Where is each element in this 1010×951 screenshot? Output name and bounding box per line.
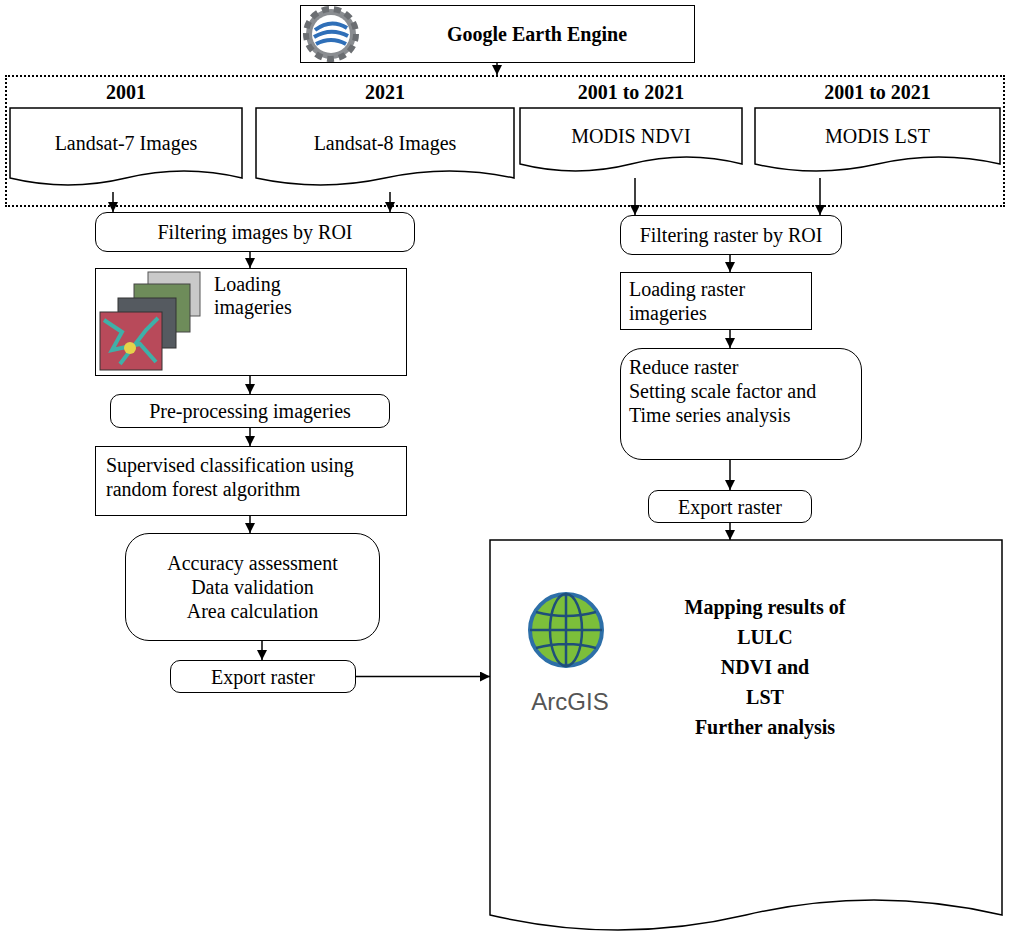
node-text: Setting scale factor and Time series ana…: [629, 379, 853, 427]
node-text: Landsat-7 Images: [55, 131, 198, 155]
flow-arrow: [112, 192, 114, 212]
document-shape: 2021Landsat-8 Images: [256, 108, 514, 192]
node-text: Google Earth Engine: [447, 22, 627, 46]
flow-arrow: [729, 523, 731, 540]
document-outline-path: [256, 108, 514, 185]
globe-swirl: [314, 23, 348, 44]
node-text: Export raster: [211, 665, 315, 689]
process-box: Filtering images by ROI: [95, 212, 415, 252]
flow-arrow: [249, 516, 251, 533]
flow-arrow: [356, 676, 490, 678]
image-detail: [124, 342, 136, 354]
document-shape: 2001Landsat-7 Images: [10, 108, 242, 192]
group-band: 2001Landsat-7 Images2021Landsat-8 Images…: [5, 75, 1005, 207]
flow-arrow: [261, 641, 263, 660]
document-shape: ArcGIS Mapping results ofLULCNDVI andLSTF…: [490, 540, 1002, 945]
imagery-stack: [100, 272, 200, 370]
flow-arrow: [634, 178, 636, 215]
document-shape: 2001 to 2021MODIS NDVI: [520, 108, 742, 178]
globe-grid: [530, 594, 602, 666]
year-label: 2021: [256, 80, 514, 104]
node-text: Loading raster imageries: [629, 277, 803, 325]
process-box: Export raster: [170, 660, 356, 693]
document-outline-path: [490, 540, 1002, 930]
process-box: Loading imageries: [95, 268, 407, 376]
flow-arrow: [729, 255, 731, 272]
flow-arrow: [389, 192, 391, 212]
document-outline-path: [755, 108, 1000, 171]
process-box: Google Earth Engine: [300, 5, 695, 63]
process-box: Filtering raster by ROI: [620, 215, 842, 255]
node-text: Supervised classification using random f…: [106, 453, 396, 501]
year-label: 2001 to 2021: [520, 80, 742, 104]
gee-icon: [306, 9, 356, 59]
flow-arrow: [249, 376, 251, 394]
document-outline-path: [10, 108, 242, 185]
process-box: Export raster: [648, 490, 812, 523]
node-text: Landsat-8 Images: [314, 131, 457, 155]
node-text: NDVI and: [630, 652, 900, 682]
node-text: LULC: [630, 622, 900, 652]
document-shape: 2001 to 2021MODIS LST: [755, 108, 1000, 178]
process-box: Loading raster imageries: [620, 272, 812, 330]
image-tile: [100, 312, 162, 370]
flow-arrow: [496, 63, 498, 75]
year-label: 2001: [10, 80, 242, 104]
node-text: Accuracy assessment: [167, 551, 338, 575]
gear: [306, 9, 356, 59]
node-text: Filtering images by ROI: [158, 220, 353, 244]
process-box: Reduce rasterSetting scale factor and Ti…: [620, 348, 862, 460]
process-box: Accuracy assessmentData validationArea c…: [125, 533, 380, 641]
year-label: 2001 to 2021: [755, 80, 1000, 104]
node-text: Further analysis: [630, 712, 900, 742]
node-text: LST: [630, 682, 900, 712]
process-box: Pre-processing imageries: [110, 394, 390, 428]
image-detail: [104, 318, 158, 364]
node-text: Export raster: [678, 495, 782, 519]
flow-arrow: [249, 428, 251, 446]
node-text: ArcGIS: [510, 688, 630, 716]
flow-arrow: [729, 330, 731, 348]
flow-arrow: [249, 252, 251, 268]
node-text: Reduce raster: [629, 355, 738, 379]
document-outline-path: [520, 108, 742, 171]
arcgis-logo: [530, 594, 602, 666]
node-text: Area calculation: [187, 599, 319, 623]
globe: [530, 594, 602, 666]
process-box: Supervised classification using random f…: [95, 446, 407, 516]
node-text: Pre-processing imageries: [149, 399, 351, 423]
node-text: Loading imageries: [214, 273, 334, 319]
node-text: MODIS NDVI: [571, 124, 690, 148]
node-text: Filtering raster by ROI: [640, 223, 823, 247]
flow-arrow: [729, 460, 731, 490]
node-text: MODIS LST: [825, 124, 930, 148]
flow-arrow: [819, 178, 821, 215]
globe-ground: [312, 15, 350, 53]
node-text: Data validation: [191, 575, 314, 599]
node-text: Mapping results of: [630, 592, 900, 622]
